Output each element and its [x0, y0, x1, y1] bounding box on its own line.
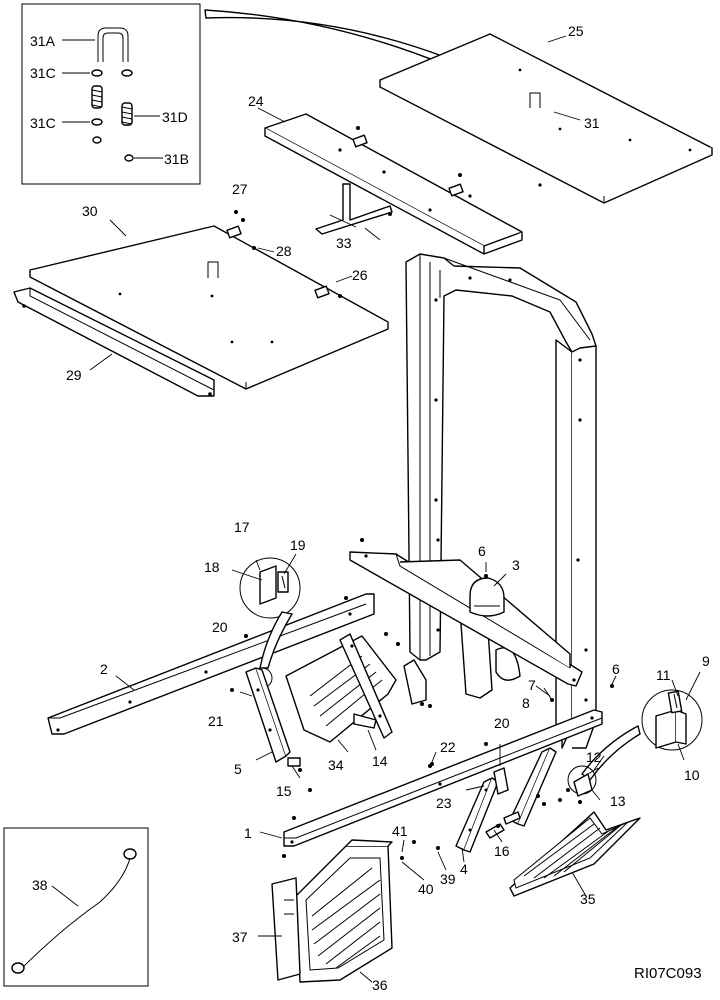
callout-24: 24 [248, 93, 264, 109]
callout-31d: 31D [162, 109, 188, 125]
callout-31c-lower: 31C [30, 115, 56, 131]
callout-labels: 31A 31C 31C 31D 31B 25 31 24 27 30 28 33… [30, 23, 710, 993]
callout-17: 17 [234, 519, 250, 535]
callout-31b: 31B [164, 151, 189, 167]
callout-12: 12 [586, 749, 602, 765]
detail-17 [231, 553, 301, 689]
callout-2: 2 [100, 661, 108, 677]
callout-5: 5 [234, 761, 242, 777]
callout-7: 7 [528, 677, 536, 693]
callout-23: 23 [436, 795, 452, 811]
callout-22: 22 [440, 739, 456, 755]
drawing-code: RI07C093 [634, 965, 702, 982]
callout-9: 9 [702, 653, 710, 669]
callout-35: 35 [580, 891, 596, 907]
detail-10 [536, 671, 703, 806]
callout-16: 16 [494, 843, 510, 859]
callout-41: 41 [392, 823, 408, 839]
screen-36 [295, 839, 393, 983]
callout-6-right: 6 [612, 661, 620, 677]
spring-31d-right [121, 102, 133, 126]
callout-28: 28 [276, 243, 292, 259]
callout-21: 21 [208, 713, 224, 729]
cross-rail [349, 538, 583, 702]
bracket-16 [485, 747, 557, 843]
callout-20-upper: 20 [212, 619, 228, 635]
callout-38: 38 [32, 877, 48, 893]
panel-25 [379, 33, 713, 204]
bracket-33 [315, 183, 393, 241]
callout-26: 26 [352, 267, 368, 283]
callout-37: 37 [232, 929, 248, 945]
bracket-5 [230, 667, 302, 779]
callout-10: 10 [684, 767, 700, 783]
bracket-20 [493, 744, 509, 795]
callout-1: 1 [244, 825, 252, 841]
callout-36: 36 [372, 977, 388, 993]
panel-30 [29, 210, 389, 390]
bracket-4 [455, 777, 499, 863]
callout-15: 15 [276, 783, 292, 799]
small-bracket [403, 659, 551, 708]
callout-25: 25 [568, 23, 584, 39]
callout-19: 19 [290, 537, 306, 553]
callout-8: 8 [522, 695, 530, 711]
hardware-31-inset [21, 3, 201, 185]
callout-39: 39 [440, 871, 456, 887]
callout-31: 31 [584, 115, 600, 131]
callout-13: 13 [610, 793, 626, 809]
callout-14: 14 [372, 753, 388, 769]
callout-40: 40 [418, 881, 434, 897]
callout-18: 18 [204, 559, 220, 575]
channel-24 [257, 107, 523, 255]
fasteners-39-41 [400, 839, 447, 881]
callout-6-upper: 6 [478, 543, 486, 559]
callout-33: 33 [336, 235, 352, 251]
callout-11: 11 [656, 667, 671, 683]
angle-29 [13, 287, 215, 397]
callout-27: 27 [232, 181, 248, 197]
callout-31a: 31A [30, 33, 56, 49]
callout-29: 29 [66, 367, 82, 383]
cable-38-inset [3, 827, 149, 987]
callout-34: 34 [328, 757, 344, 773]
callout-4: 4 [460, 861, 468, 877]
spring-31d-left [91, 85, 103, 109]
screen-35 [509, 811, 641, 897]
bracket-34 [285, 632, 400, 753]
radiator-frame [405, 253, 597, 749]
callout-31c-upper: 31C [30, 65, 56, 81]
callout-3: 3 [512, 557, 520, 573]
rail-1 [259, 709, 603, 858]
callout-30: 30 [82, 203, 98, 219]
callout-20-lower: 20 [494, 715, 510, 731]
plate-37 [258, 877, 301, 981]
